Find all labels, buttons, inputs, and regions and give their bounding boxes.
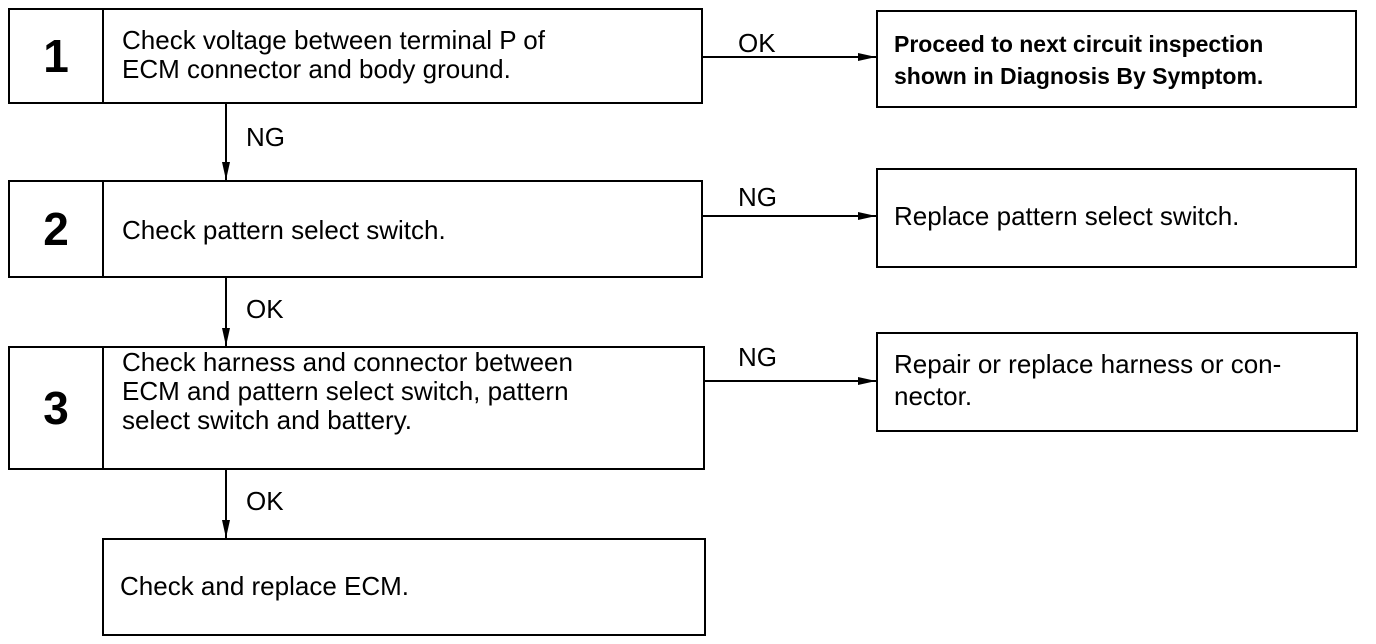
final-step-text: Check and replace ECM.	[120, 571, 410, 601]
flow-label-2: OK	[246, 294, 284, 324]
step-3-text: Check harness and connector between ECM …	[122, 347, 573, 435]
result-2-text: Replace pattern select switch.	[894, 201, 1240, 231]
result-3-box: Repair or replace harness or con- nector…	[876, 332, 1358, 432]
result-1-text: Proceed to next circuit inspection shown…	[894, 31, 1264, 89]
branch-label-3: NG	[738, 342, 777, 372]
step-1-text: Check voltage between terminal P of ECM …	[122, 25, 545, 84]
result-1-box: Proceed to next circuit inspection shown…	[876, 10, 1357, 108]
flow-label-1: NG	[246, 122, 285, 152]
step-2-text: Check pattern select switch.	[122, 215, 446, 245]
final-step-box: Check and replace ECM.	[102, 538, 706, 636]
branch-label-2: NG	[738, 182, 777, 212]
step-3-number: 3	[10, 348, 104, 468]
result-2-box: Replace pattern select switch.	[876, 168, 1357, 268]
result-3-text: Repair or replace harness or con- nector…	[894, 349, 1282, 411]
step-2-box: 2 Check pattern select switch.	[8, 180, 703, 278]
step-3-box: 3 Check harness and connector between EC…	[8, 346, 705, 470]
flow-label-3: OK	[246, 486, 284, 516]
step-2-number: 2	[10, 182, 104, 276]
step-1-number: 1	[10, 10, 104, 102]
branch-label-1: OK	[738, 28, 776, 58]
step-1-box: 1 Check voltage between terminal P of EC…	[8, 8, 703, 104]
